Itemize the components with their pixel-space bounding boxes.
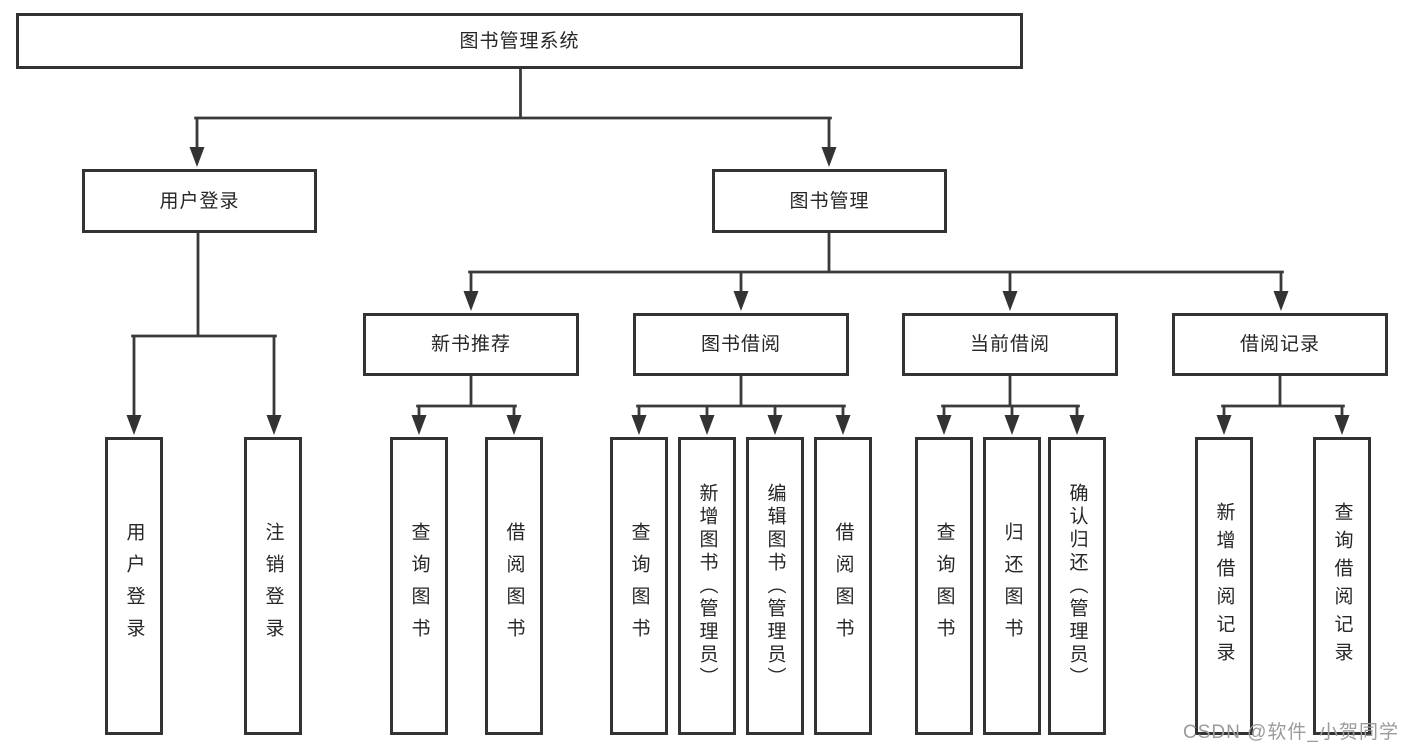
node-user-login: 用户登录 xyxy=(82,169,317,233)
watermark: CSDN @软件_小贺同学 xyxy=(1183,722,1399,743)
leaf-query-books-current: 查询图书 xyxy=(915,437,973,735)
node-current-borrowing: 当前借阅 xyxy=(902,313,1118,376)
leaf-user-login: 用户登录 xyxy=(105,437,163,735)
leaf-query-borrow-record: 查询借阅记录 xyxy=(1313,437,1371,735)
leaf-add-books-admin: 新增图书（管理员） xyxy=(678,437,736,735)
leaf-borrow-books-recommend: 借阅图书 xyxy=(485,437,543,735)
node-book-borrowing: 图书借阅 xyxy=(633,313,849,376)
node-borrow-records: 借阅记录 xyxy=(1172,313,1388,376)
leaf-query-books-recommend: 查询图书 xyxy=(390,437,448,735)
leaf-return-books: 归还图书 xyxy=(983,437,1041,735)
leaf-confirm-return-admin: 确认归还（管理员） xyxy=(1048,437,1106,735)
leaf-edit-books-admin: 编辑图书（管理员） xyxy=(746,437,804,735)
leaf-logout: 注销登录 xyxy=(244,437,302,735)
node-library-management-system: 图书管理系统 xyxy=(16,13,1023,69)
node-new-book-recommend: 新书推荐 xyxy=(363,313,579,376)
node-book-management: 图书管理 xyxy=(712,169,947,233)
leaf-borrow-books-borrowing: 借阅图书 xyxy=(814,437,872,735)
leaf-add-borrow-record: 新增借阅记录 xyxy=(1195,437,1253,735)
leaf-query-books-borrowing: 查询图书 xyxy=(610,437,668,735)
